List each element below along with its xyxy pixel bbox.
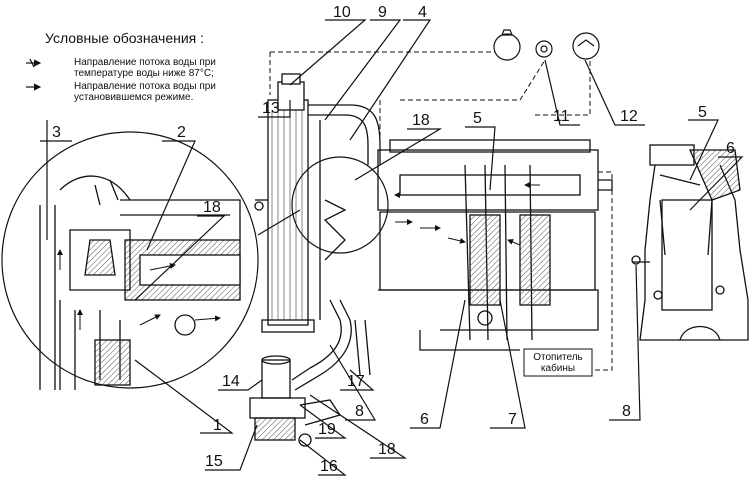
callout-5-center: 5	[473, 110, 482, 127]
legend-arrows	[26, 58, 42, 91]
callout-3: 3	[52, 124, 61, 141]
callout-5-right: 5	[698, 104, 707, 121]
callout-18-bottom: 18	[378, 441, 396, 458]
callout-10: 10	[333, 4, 351, 21]
legend-item-cold-text: Направление потока воды при температуре …	[74, 57, 216, 79]
leader-lines	[40, 19, 744, 476]
callout-19: 19	[318, 421, 336, 438]
callout-18-detail: 18	[203, 199, 221, 216]
callout-18-top: 18	[412, 112, 430, 129]
callout-14: 14	[222, 373, 240, 390]
magnified-detail	[1, 131, 259, 390]
callout-9: 9	[378, 4, 387, 21]
thermostat-detail-circle	[291, 156, 389, 254]
callout-11: 11	[553, 108, 570, 125]
callout-2: 2	[177, 124, 186, 141]
callout-7: 7	[508, 411, 517, 428]
hoses-and-fan	[291, 104, 381, 391]
engine-cross-section	[631, 144, 749, 341]
legend-title: Условные обозначения :	[45, 30, 205, 46]
callout-16: 16	[320, 458, 338, 475]
callout-6-bottom: 6	[420, 411, 429, 428]
heater-box-line1: Отопитель	[533, 352, 583, 363]
callout-6-right: 6	[726, 140, 735, 157]
callout-17: 17	[347, 373, 365, 390]
water-pump-assembly	[249, 355, 342, 447]
gauges	[493, 29, 600, 61]
callout-13: 13	[262, 100, 280, 117]
engine-flow-arrows	[394, 182, 540, 246]
heater-box-label: Отопитель кабины	[527, 352, 589, 374]
callout-1: 1	[213, 417, 222, 434]
heater-box-line2: кабины	[540, 363, 576, 374]
callout-8-center: 8	[355, 403, 364, 420]
radiator	[254, 73, 315, 333]
callout-4: 4	[418, 4, 427, 21]
legend-item-steady-text: Направление потока воды при установившем…	[74, 81, 216, 103]
callout-labels: 1 2 3 4 5 5 6 6 7 8 8 9 10 11 12 13 14 1…	[52, 4, 735, 475]
detail-pointer-line	[257, 209, 301, 236]
legend-item-cold: Направление потока воды при температуре …	[46, 57, 244, 79]
legend-item-steady: Направление потока воды при установившем…	[46, 81, 244, 103]
engine-block	[377, 139, 613, 351]
callout-15: 15	[205, 453, 223, 470]
callout-12: 12	[620, 108, 638, 125]
callout-8-right: 8	[622, 403, 631, 420]
